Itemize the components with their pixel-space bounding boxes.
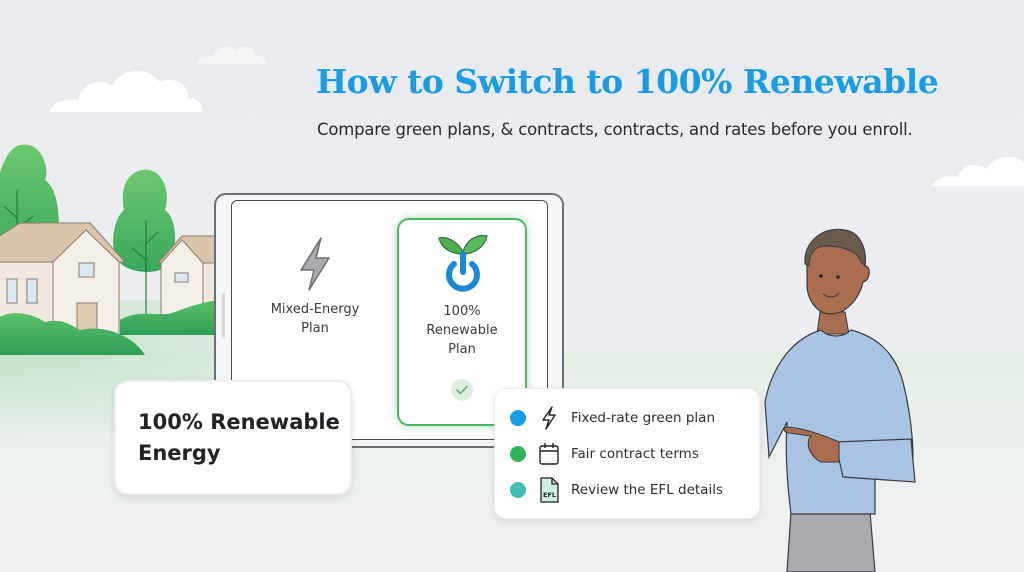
status-dot (510, 410, 526, 426)
renewable-energy-card-title: 100% Renewable Energy (138, 407, 348, 469)
card-title-line: Energy (138, 441, 221, 465)
renewable-energy-card (114, 380, 352, 495)
checklist-label: Review the EFL details (571, 482, 723, 498)
checklist-label: Fair contract terms (571, 446, 699, 462)
plan-label-line: Mixed-Energy (270, 302, 360, 317)
plan-label-line: 100% (443, 304, 481, 319)
checkmark-icon (456, 385, 468, 395)
cloud-icon (50, 71, 203, 112)
svg-text:EFL: EFL (543, 491, 556, 499)
neighborhood-illustration (0, 144, 219, 355)
lightning-bolt-icon (300, 237, 330, 291)
status-dot (510, 446, 526, 462)
lightning-icon (538, 406, 560, 430)
cloud-right-icon (932, 156, 1024, 186)
checklist-label: Fixed-rate green plan (571, 410, 715, 426)
checklist-item-efl: EFL Review the EFL details (510, 477, 760, 503)
checklist-card (494, 388, 760, 519)
document-efl-icon: EFL (538, 477, 560, 503)
plan-option-mixed-energy[interactable]: Mixed-Energy Plan (245, 230, 385, 350)
card-title-line: 100% Renewable (138, 410, 340, 434)
plan-label-line: Renewable (426, 323, 498, 338)
person-illustration (764, 228, 916, 572)
selected-check-badge (451, 379, 473, 401)
cloud-small-icon (196, 46, 267, 64)
checklist-item-fixed-rate: Fixed-rate green plan (510, 405, 760, 431)
calendar-icon (538, 442, 560, 466)
page-title: How to Switch to 100% Renewable (316, 62, 939, 101)
status-dot (510, 482, 526, 498)
page-subtitle: Compare green plans, & contracts, contra… (317, 120, 913, 139)
plan-label-line: Plan (301, 321, 329, 336)
checklist-item-contract-terms: Fair contract terms (510, 441, 760, 467)
tablet-side-handle (222, 293, 225, 338)
leaf-power-icon (438, 234, 488, 292)
plan-label-line: Plan (448, 342, 476, 357)
